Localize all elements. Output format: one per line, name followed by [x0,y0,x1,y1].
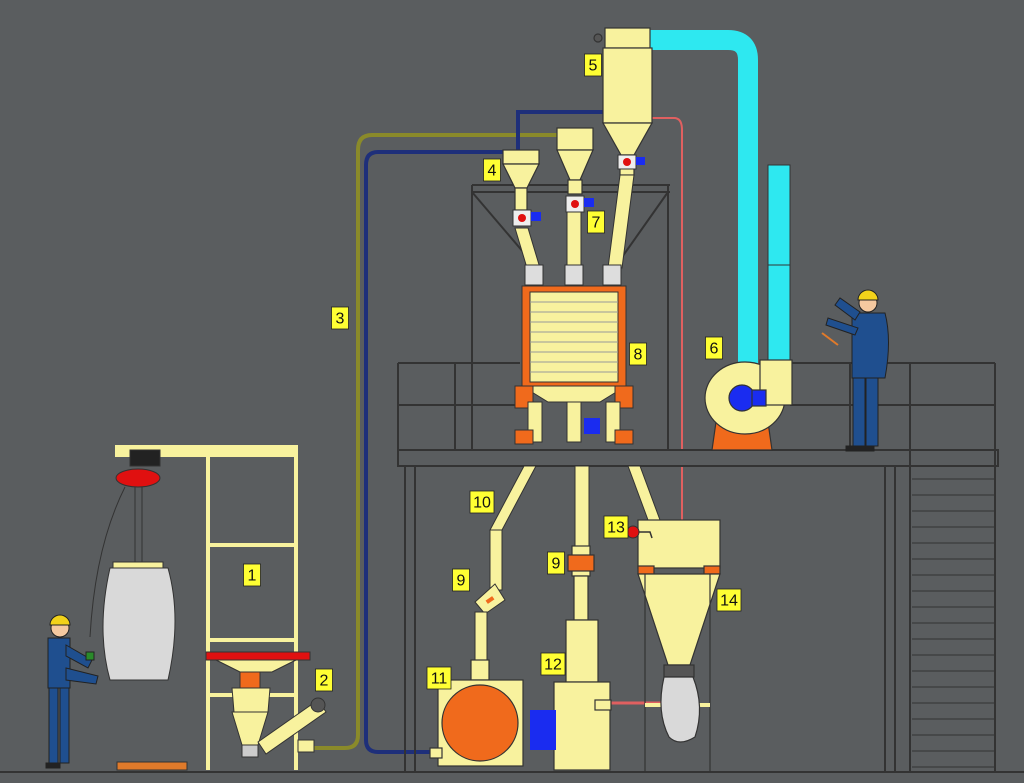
callout-label-7: 7 [587,210,605,234]
svg-text:14: 14 [720,593,738,610]
svg-text:2: 2 [320,673,329,690]
callout-label-9: 9 [547,551,565,575]
svg-text:4: 4 [488,163,497,180]
cyclone-4 [502,149,540,211]
svg-text:1: 1 [248,568,257,585]
callout-label-8: 8 [629,342,647,366]
exhaust-duct [648,30,791,370]
svg-text:9: 9 [552,556,561,573]
svg-text:3: 3 [336,311,345,328]
rotary-valve-7 [565,195,594,213]
svg-text:10: 10 [473,495,491,512]
rotary-valve-4 [512,209,541,227]
diverter-valve-9 [474,583,506,663]
callout-label-1: 1 [243,563,261,587]
mill-11 [429,659,524,767]
worker-icon [45,614,99,769]
callout-label-14: 14 [716,588,742,612]
svg-text:11: 11 [431,671,448,688]
svg-text:7: 7 [592,215,601,232]
feed-pipes [514,174,635,286]
mill-12 [530,545,612,771]
svg-text:6: 6 [710,341,719,358]
callout-label-10: 10 [469,490,495,514]
hoist-icon [89,449,161,638]
callout-label-11: 11 [426,666,452,690]
callout-label-5: 5 [584,53,602,77]
navy-line-top [516,110,610,150]
platform [397,184,999,772]
lower-pipes [489,465,661,591]
callout-label-9: 9 [452,568,470,592]
inspector-icon [821,289,889,452]
svg-text:9: 9 [457,573,466,590]
cyclone-14 [637,519,721,772]
callout-label-3: 3 [331,306,349,330]
red-line [650,117,683,530]
callout-label-13: 13 [603,515,629,539]
fan-icon [704,359,793,451]
cyclone-icon [593,27,654,176]
svg-text:5: 5 [589,58,598,75]
svg-text:13: 13 [607,520,625,537]
hopper-1 [205,651,311,758]
big-bag-icon [102,561,176,681]
conveying-line-3 [310,128,577,750]
svg-text:12: 12 [544,657,562,674]
pallet [116,761,188,771]
return-line [364,150,505,754]
rotary-valve-5 [617,154,645,170]
sifter-8 [514,285,634,445]
callout-label-6: 6 [705,336,723,360]
screw-feeder-2 [257,697,327,755]
svg-text:8: 8 [634,347,643,364]
callout-label-4: 4 [483,158,501,182]
callout-label-12: 12 [540,652,566,676]
callout-label-2: 2 [315,668,333,692]
cyclone-7 [556,127,594,195]
